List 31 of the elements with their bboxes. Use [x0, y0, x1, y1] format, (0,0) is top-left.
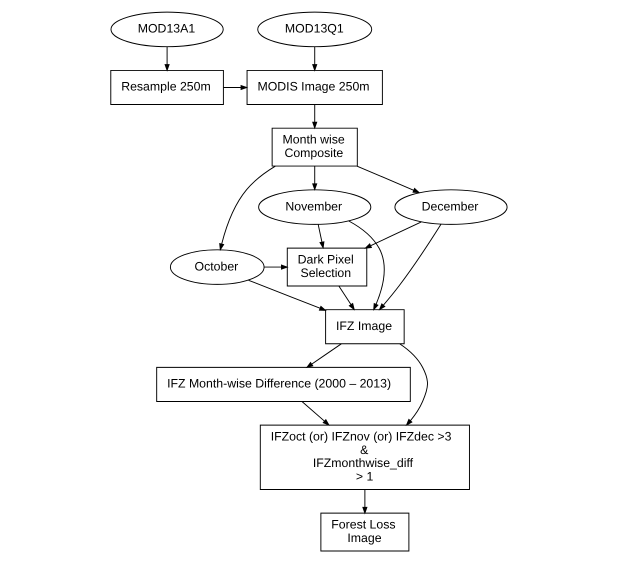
arrow [306, 343, 342, 368]
node-box: Dark Pixel Selection [286, 248, 368, 286]
arrow [378, 224, 442, 311]
arrow [312, 166, 318, 191]
node-box: IFZ Image [325, 309, 405, 344]
arrow [356, 166, 420, 194]
arrow [338, 286, 355, 311]
node-box: Month wise Composite [272, 128, 358, 167]
node-box: Resample 250m [110, 70, 224, 105]
node-box: IFZoct (or) IFZnov (or) IFZdec >3 & IFZmonthwise_diff > 1 [260, 424, 470, 490]
node-ellipse: MOD13A1 [110, 12, 224, 48]
arrow [312, 46, 318, 72]
arrow [223, 84, 248, 90]
arrow [248, 280, 327, 311]
arrow [399, 343, 428, 426]
arrow [301, 401, 330, 426]
node-ellipse: November [258, 189, 372, 225]
node-box: Forest Loss Image [320, 512, 410, 552]
node-box: MODIS Image 250m [246, 70, 383, 105]
node-ellipse: MOD13Q1 [257, 12, 372, 48]
node-ellipse: December [394, 189, 508, 225]
arrow [264, 264, 289, 270]
arrow [348, 220, 385, 311]
arrow [164, 46, 170, 72]
node-box: IFZ Month-wise Difference (2000 – 2013) [156, 366, 411, 402]
node-ellipse: October [170, 249, 265, 285]
arrow [312, 104, 318, 130]
arrow [219, 166, 276, 252]
arrow [362, 489, 368, 514]
arrow [318, 224, 324, 250]
arrow [364, 222, 422, 249]
